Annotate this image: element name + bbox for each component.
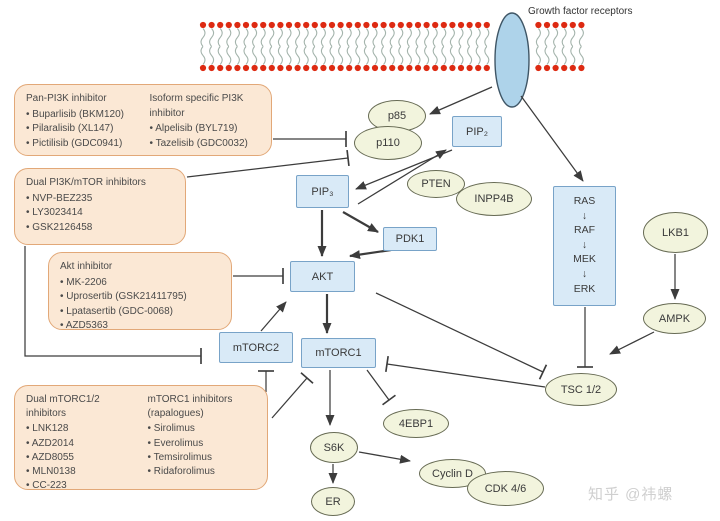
edge-ampk-to-tsc12	[609, 331, 655, 355]
drug-item: NVP-BEZ235	[26, 192, 174, 207]
box-title: mTORC1 inhibitors (rapalogues)	[147, 394, 233, 420]
zhihu-watermark: 知乎 @祎螺	[588, 486, 674, 503]
node-ras-raf-mek-erk-cascade: RAS ↓ RAF ↓ MEK ↓ ERK	[553, 186, 616, 306]
edge-tsc12-to-mtorc1	[386, 363, 546, 388]
box-title: Dual PI3K/mTOR inhibitors	[26, 177, 146, 188]
node-mtorc2: mTORC2	[219, 332, 293, 363]
edge-mtorc1-to-4ebp1	[366, 369, 390, 401]
down-arrow-icon: ↓	[581, 209, 588, 222]
box-title: Akt inhibitor	[60, 261, 113, 272]
node-ampk: AMPK	[643, 303, 706, 334]
box-title: Pan-PI3K inhibitor	[26, 93, 107, 104]
drug-item: Temsirolimus	[148, 451, 257, 465]
drug-item: Sirolimus	[148, 422, 257, 436]
edge-growth-factor-receptor-to-p85	[429, 86, 493, 115]
inhibition-cap	[382, 394, 396, 406]
edge-dual-mtorc12-box-to-mtorc1	[271, 377, 308, 419]
edge-pip3-to-pip2	[357, 149, 447, 205]
edge-s6k-to-cyclin-d	[358, 451, 411, 464]
growth-factor-receptors-label: Growth factor receptors	[528, 6, 633, 17]
node-lkb1: LKB1	[643, 212, 708, 253]
box-title: Isoform specific PI3K inhibitor	[149, 93, 244, 119]
drug-item: Tazelisib (GDC0032)	[150, 137, 261, 152]
drug-item: Lpatasertib (GDC-0068)	[60, 305, 220, 320]
node-s6k: S6K	[310, 432, 358, 463]
inhibition-cap	[346, 149, 350, 167]
drug-item: GSK2126458	[26, 221, 174, 236]
drug-item: Uprosertib (GSK21411795)	[60, 290, 220, 305]
drug-item: Buparlisib (BKM120)	[26, 108, 137, 123]
drug-item: LNK128	[26, 422, 135, 436]
akt-inhibitor-box: Akt inhibitor MK-2206 Uprosertib (GSK214…	[48, 252, 232, 331]
edge-pdk1-to-akt	[349, 248, 392, 260]
down-arrow-icon: ↓	[581, 267, 588, 280]
edge-dual-pi3k-mtor-box-to-mtorc2	[24, 246, 201, 357]
node-pip3: PIP₃	[296, 175, 349, 208]
cascade-erk: ERK	[573, 282, 596, 295]
node-pdk1: PDK1	[383, 227, 437, 251]
drug-item: CC-223	[26, 479, 135, 493]
drug-item: Ridaforolimus	[148, 465, 257, 479]
drug-item: MK-2206	[60, 276, 220, 291]
drug-item: Pilaralisib (XL147)	[26, 122, 137, 137]
drug-item: AZD2014	[26, 437, 135, 451]
cascade-ras: RAS	[573, 195, 596, 207]
node-pten: PTEN	[407, 170, 465, 198]
box-title: Dual mTORC1/2 inhibitors	[26, 394, 100, 420]
lipid-bilayer-membrane	[199, 21, 585, 72]
cascade-raf: RAF	[574, 224, 595, 237]
cascade-mek: MEK	[573, 253, 596, 266]
edge-growth-factor-receptor-to-ras-cascade	[520, 95, 584, 182]
drug-item: MLN0138	[26, 465, 135, 479]
node-cdk46: CDK 4/6	[467, 471, 544, 506]
drug-item: Alpelisib (BYL719)	[150, 122, 261, 137]
drug-item: AZD8055	[26, 451, 135, 465]
node-akt: AKT	[290, 261, 355, 292]
growth-factor-receptor-shape	[494, 12, 530, 108]
dual-pi3k-mtor-inhibitor-box: Dual PI3K/mTOR inhibitors NVP-BEZ235 LY3…	[14, 168, 186, 245]
pan-pi3k-inhibitor-box: Pan-PI3K inhibitor Buparlisib (BKM120) P…	[14, 84, 272, 156]
node-er: ER	[311, 487, 355, 516]
edge-dual-pi3k-mtor-box-to-p110	[186, 157, 349, 178]
inhibition-cap	[538, 364, 548, 380]
node-4ebp1: 4EBP1	[383, 409, 449, 438]
drug-item: Everolimus	[148, 437, 257, 451]
edge-pip3-to-pdk1	[342, 211, 379, 233]
edge-akt-to-tsc12	[375, 292, 544, 373]
node-inpp4b: INPP4B	[456, 182, 532, 216]
edge-mtorc2-to-akt	[260, 301, 287, 332]
inhibition-cap	[300, 372, 314, 384]
node-tsc12: TSC 1/2	[545, 373, 617, 406]
inhibition-cap	[385, 355, 389, 373]
drug-item: LY3023414	[26, 206, 174, 221]
pathway-edges	[24, 86, 680, 484]
dual-mtorc12-inhibitor-box: Dual mTORC1/2 inhibitors LNK128 AZD2014 …	[14, 385, 268, 493]
down-arrow-icon: ↓	[581, 238, 588, 251]
node-p110: p110	[354, 126, 422, 160]
node-pip2: PIP₂	[452, 116, 502, 147]
node-mtorc1: mTORC1	[301, 338, 376, 368]
drug-item: Pictilisib (GDC0941)	[26, 137, 137, 152]
drug-item: AZD5363	[60, 319, 220, 334]
